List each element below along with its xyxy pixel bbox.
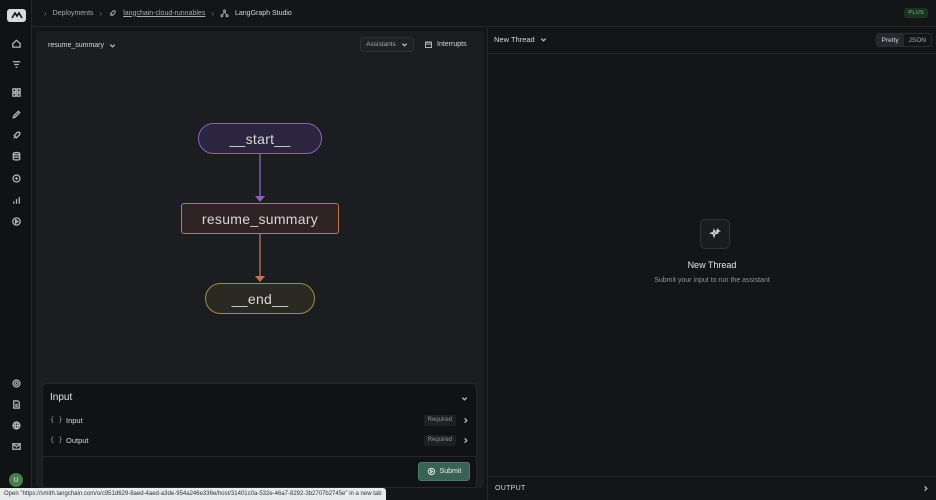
browser-status-url: Open "https://smith.langchain.com/o/c951…	[0, 488, 386, 500]
graph-select[interactable]: resume_summary	[43, 38, 121, 52]
settings-icon[interactable]	[10, 377, 22, 389]
input-row-input[interactable]: { } Input Required	[50, 412, 469, 428]
chevron-right-icon: ›	[99, 8, 103, 18]
thread-title: New Thread	[494, 35, 535, 44]
breadcrumb-current: LangGraph Studio	[235, 9, 292, 17]
input-row-output[interactable]: { } Output Required	[50, 432, 469, 448]
graph-icon	[220, 8, 229, 17]
avatar[interactable]: U	[9, 473, 23, 487]
rocket-icon[interactable]	[10, 129, 22, 141]
top-bar: › Deployments › langchain-cloud-runnable…	[32, 0, 936, 27]
globe-icon[interactable]	[10, 419, 22, 431]
rocket-icon	[110, 9, 116, 16]
chevron-right-icon[interactable]	[462, 417, 469, 424]
chevron-down-icon	[540, 38, 546, 42]
play-circle-icon	[427, 467, 435, 476]
breadcrumb-deployment-link[interactable]: langchain-cloud-runnables	[123, 9, 206, 17]
thread-select[interactable]: New Thread	[494, 35, 547, 44]
arrowhead-icon	[255, 276, 265, 282]
chart-icon[interactable]	[10, 194, 22, 206]
thread-header: New Thread Pretty JSON	[488, 27, 936, 54]
database-icon[interactable]	[10, 150, 22, 162]
breadcrumb: › Deployments › langchain-cloud-runnable…	[44, 9, 292, 18]
interrupts-label: Interrupts	[437, 41, 467, 48]
empty-state-subtitle: Submit your input to run the assistant	[654, 277, 770, 284]
interrupts-icon	[425, 41, 432, 48]
play-circle-icon[interactable]	[10, 215, 22, 227]
sparkles-icon	[700, 219, 730, 249]
output-section[interactable]: OUTPUT	[488, 476, 936, 500]
json-toggle[interactable]: JSON	[908, 36, 926, 44]
submit-button[interactable]: Submit	[418, 462, 470, 481]
divider	[43, 456, 476, 457]
arrowhead-icon	[255, 196, 265, 202]
graph-node-resume-summary[interactable]: resume_summary	[181, 203, 339, 234]
chevron-down-icon	[109, 43, 116, 48]
chevron-down-icon	[401, 43, 407, 47]
empty-state-title: New Thread	[687, 260, 737, 270]
mail-icon[interactable]	[10, 440, 22, 452]
assistants-dropdown[interactable]: Assistants	[360, 37, 414, 52]
braces-icon: { }	[50, 416, 63, 424]
filter-icon[interactable]	[10, 58, 22, 70]
dashboard-icon[interactable]	[10, 86, 22, 98]
home-icon[interactable]	[10, 37, 22, 49]
input-row-label: Output	[66, 435, 89, 445]
plan-badge: PLUS	[904, 8, 928, 18]
submit-label: Submit	[439, 468, 462, 475]
edit-icon[interactable]	[10, 108, 22, 120]
logo-glyph-icon	[10, 11, 23, 19]
input-panel-title: Input	[50, 392, 73, 403]
output-label: OUTPUT	[495, 485, 526, 492]
left-rail: U	[0, 0, 32, 500]
graph-select-value: resume_summary	[48, 41, 105, 49]
interrupts-button[interactable]: Interrupts	[424, 37, 467, 52]
assistants-label: Assistants	[366, 41, 396, 48]
input-panel: Input { } Input Required { } Output Requ…	[42, 383, 477, 488]
breadcrumb-deployments[interactable]: Deployments	[52, 9, 94, 17]
chevron-right-icon: ›	[211, 8, 214, 18]
braces-icon: { }	[50, 436, 63, 444]
thread-panel: New Thread Pretty JSON New Thread Submit…	[487, 27, 936, 500]
required-badge: Required	[423, 414, 456, 426]
input-row-label: Input	[66, 415, 83, 425]
chevron-right-icon[interactable]	[462, 437, 469, 444]
view-toggle: Pretty JSON	[875, 33, 932, 47]
chat-icon[interactable]	[10, 172, 22, 184]
pretty-toggle[interactable]: Pretty	[876, 34, 904, 46]
document-icon[interactable]	[10, 398, 22, 410]
required-badge: Required	[423, 434, 456, 446]
graph-canvas[interactable]: resume_summary Assistants Interrupts __s…	[36, 31, 484, 488]
chevron-right-icon: ›	[44, 8, 47, 18]
chevron-down-icon[interactable]	[461, 395, 468, 402]
graph-node-end[interactable]: __end__	[205, 283, 315, 314]
chevron-right-icon[interactable]	[922, 485, 929, 492]
graph-node-start[interactable]: __start__	[198, 123, 322, 154]
langsmith-logo[interactable]	[7, 9, 26, 22]
